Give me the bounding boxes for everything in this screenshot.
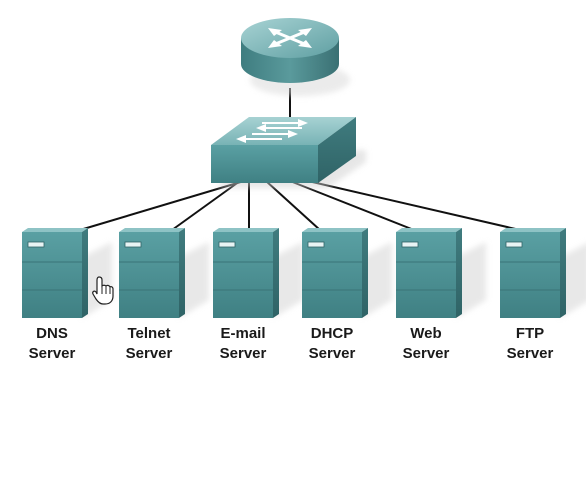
link-switch-dhcp [265,180,321,231]
router-icon [241,18,350,96]
server-label-ftp: FTP Server [485,324,575,364]
server-name: Web [410,325,442,342]
server-name: Telnet [127,325,171,342]
server-name: E-mail [220,325,266,342]
server-type: Server [402,345,450,362]
server-type: Server [28,345,76,362]
server-icon [396,228,486,318]
link-switch-web [289,180,415,231]
server-type: Server [506,345,554,362]
server-name: DNS [36,325,68,342]
hand-cursor-icon [92,276,114,305]
server-icon [302,228,392,318]
server-type: Server [219,345,267,362]
switch-icon [211,117,366,188]
server-label-dns: DNS Server [7,324,97,364]
link-switch-telnet [171,180,241,231]
server-icon [119,228,209,318]
server-label-dhcp: DHCP Server [287,324,377,364]
network-links [79,88,521,231]
server-type: Server [308,345,356,362]
server-type: Server [125,345,173,362]
link-switch-ftp [307,180,521,231]
server-icon [22,228,112,318]
link-switch-dns [79,180,245,231]
server-icon [213,228,303,318]
server-name: DHCP [310,325,354,342]
server-name: FTP [515,325,545,342]
server-icon [500,228,586,318]
